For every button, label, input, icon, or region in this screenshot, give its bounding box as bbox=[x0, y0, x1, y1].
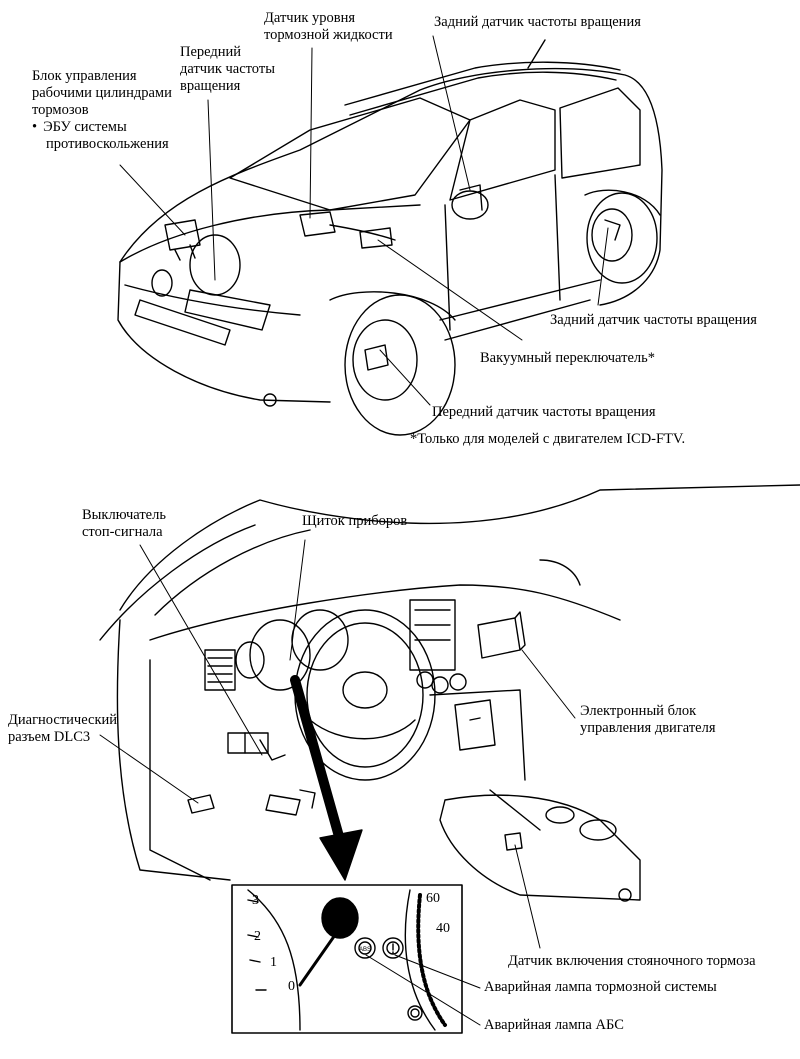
label-parking-brake-switch: Датчик включения стояночного тормоза bbox=[508, 953, 756, 969]
top-leader-lines bbox=[119, 35, 609, 406]
label-dlc3: Диагностический разъем DLC3 bbox=[8, 712, 118, 745]
tach-tick-3: 3 bbox=[252, 893, 259, 908]
gauge-inset bbox=[231, 884, 463, 1034]
dashboard-illustration bbox=[99, 484, 800, 902]
tach-tick-2: 2 bbox=[254, 929, 261, 944]
brake-lamp-icon bbox=[382, 937, 404, 959]
label-brake-fluid-level: Датчик уровня тормозной жидкости bbox=[264, 10, 393, 43]
label-abs-warning-lamp: Аварийная лампа АБС bbox=[484, 1017, 624, 1033]
label-stop-light-switch: Выключатель стоп-сигнала bbox=[82, 507, 166, 540]
label-vacuum-switch: Вакуумный переключатель* bbox=[480, 350, 655, 366]
label-front-sensor-bottom: Передний датчик частоты вращения bbox=[432, 404, 656, 420]
label-brake-warning-lamp: Аварийная лампа тормозной системы bbox=[484, 979, 717, 995]
label-rear-sensor-right: Задний датчик частоты вращения bbox=[550, 312, 757, 328]
tach-tick-0: 0 bbox=[288, 979, 295, 994]
speed-tick-60: 60 bbox=[426, 891, 440, 906]
label-ecm: Электронный блок управления двигателя bbox=[580, 703, 716, 736]
footnote: *Только для моделей с двигателем ICD-FTV… bbox=[410, 431, 686, 447]
label-brake-actuator: Блок управления рабочими цилиндрами торм… bbox=[32, 68, 172, 153]
tach-tick-1: 1 bbox=[270, 955, 277, 970]
label-front-sensor-top: Передний датчик частоты вращения bbox=[180, 44, 275, 94]
bottom-leader-lines bbox=[99, 539, 576, 1026]
label-rear-sensor-top: Задний датчик частоты вращения bbox=[434, 14, 641, 30]
abs-lamp-icon bbox=[354, 937, 376, 959]
speed-tick-40: 40 bbox=[436, 921, 450, 936]
abs-symbol: ABS bbox=[359, 947, 371, 953]
car-illustration bbox=[117, 39, 663, 436]
label-instrument-panel: Щиток приборов bbox=[302, 513, 408, 529]
